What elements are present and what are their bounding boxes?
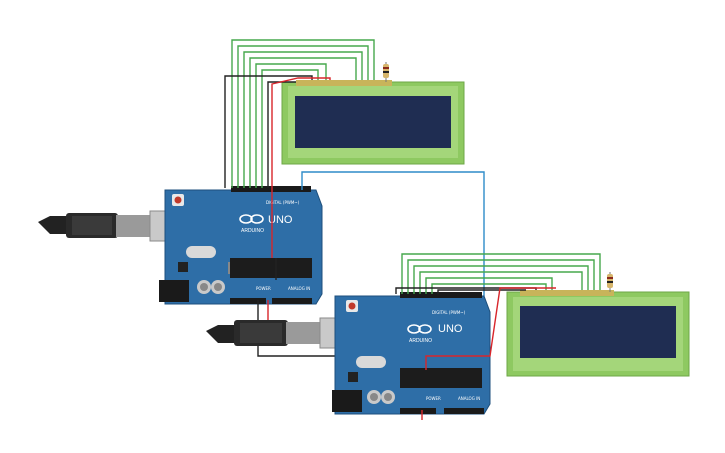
model-label: UNO [438,323,463,335]
arduino-infinity-logo-icon [407,324,432,334]
digital-label: DIGITAL (PWM~) [266,200,300,205]
board2-wires [395,253,601,420]
arduino-board-1: DIGITAL (PWM~) ARDUINO UNO POWER ANALOG … [159,186,323,305]
lcd-display-2 [506,290,690,377]
brand-label: ARDUINO [241,228,264,234]
crystal [186,246,216,258]
usb-cable-icon [206,317,343,349]
power-jack [159,280,189,302]
digital-header [231,186,311,192]
microcontroller-chip [230,258,312,278]
analog-label: ANALOG IN [458,396,480,401]
serial-wire [301,171,485,296]
resistor-icon [383,62,389,82]
resistor-icon [607,272,613,292]
power-label: POWER [256,286,271,291]
digital-label: DIGITAL (PWM~) [432,310,466,315]
model-label: UNO [268,214,293,226]
board1-wires [224,39,375,280]
arduino-infinity-logo-icon [239,214,264,224]
analog-label: ANALOG IN [288,286,310,291]
arduino-board-2: DIGITAL (PWM~) ARDUINO UNO POWER ANALOG … [332,292,491,415]
power-label: POWER [426,396,441,401]
lcd-display-1 [281,80,465,165]
usb-cable-icon [38,210,173,242]
brand-label: ARDUINO [409,338,432,344]
